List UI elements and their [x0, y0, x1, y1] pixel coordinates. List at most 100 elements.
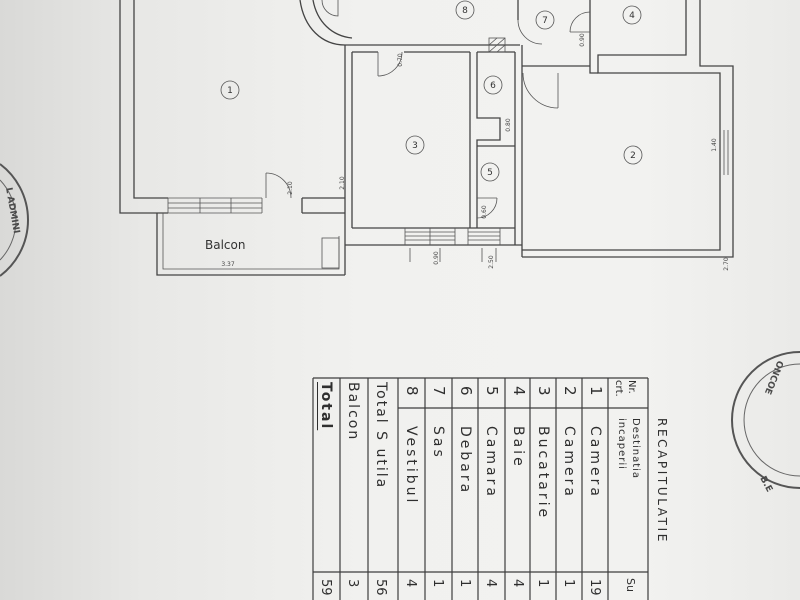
room-7-door [517, 0, 543, 45]
room-3-number: 3 [405, 135, 425, 155]
room-number: 5 [487, 168, 493, 178]
window-hatch [168, 197, 262, 214]
balcony-door [265, 172, 292, 199]
room-8-number: 8 [455, 0, 475, 20]
table-row: 6 Debara 1 [452, 378, 478, 600]
room-2-walls [522, 0, 734, 258]
room-number: 6 [490, 81, 496, 91]
room-number-circle [480, 162, 500, 182]
row-number: 1 [587, 386, 605, 396]
room-3-door [377, 51, 403, 77]
room-7-number: 7 [535, 10, 555, 30]
balcony-outer-railing [156, 213, 345, 276]
door-swing-arc [569, 11, 591, 33]
dimension-label: 0.60 [481, 205, 488, 219]
door-swing-arc [265, 172, 292, 199]
room-number: 4 [629, 11, 635, 21]
window-hatch [723, 130, 729, 175]
table-row: 8 Vestibul 4 [398, 378, 424, 600]
dimension-label: 1.40 [711, 138, 718, 152]
header-destinatia: Destinatia [630, 418, 641, 480]
balcony-inner-railing [162, 213, 340, 270]
dimension-label: 0.70 [397, 53, 404, 67]
room-name: Debara [457, 426, 473, 496]
dimension-ticks [409, 248, 497, 262]
balcony-label: Balcon [205, 238, 245, 252]
interior-wall [522, 0, 721, 251]
header-incaperii: incaperii [616, 418, 627, 470]
total-area: 3 [345, 579, 360, 588]
stamp-text: L ADMINI [3, 187, 21, 235]
balcony: Balcon [156, 213, 345, 276]
window-mullions [404, 228, 456, 245]
room-number: 7 [542, 16, 548, 26]
room-area: 4 [403, 579, 418, 588]
exterior-wall [119, 0, 168, 214]
bath-door [476, 197, 498, 219]
row-number: 8 [403, 386, 421, 396]
room-number: 3 [412, 141, 418, 151]
recap-table-grid [312, 377, 649, 600]
bath-window [467, 228, 501, 245]
door-swing-arc [517, 19, 543, 45]
curved-wall-inner [312, 0, 353, 39]
total-label: Balcon [345, 382, 361, 442]
header-nr-crt: Nr. crt. [612, 380, 638, 397]
room-number: 1 [227, 86, 233, 96]
stamp-inner-ring [0, 179, 17, 261]
curved-wall-outer [299, 0, 520, 46]
door-swing-arc [522, 72, 559, 109]
room-area: 1 [561, 579, 576, 588]
room-2-door [522, 72, 559, 109]
door-swing-arc [476, 197, 498, 219]
partition-wall [589, 0, 598, 74]
door-swing-arc [377, 51, 403, 77]
stamp-outer-ring [731, 351, 800, 489]
room-area: 4 [483, 579, 498, 588]
recap-title: RECAPITULATIE [655, 418, 669, 544]
room-number-circle [405, 135, 425, 155]
room-2-number: 2 [623, 145, 643, 165]
dimension-label: 2.50 [488, 255, 495, 269]
room-area: 4 [510, 579, 525, 588]
room-area: 1 [430, 579, 445, 588]
dimension-label: 0.90 [433, 251, 440, 265]
room-name: Sas [430, 426, 446, 460]
dimension-label: 2.10 [339, 176, 346, 190]
room-4-number: 4 [622, 5, 642, 25]
vent-hatch [488, 37, 506, 53]
room-number: 8 [462, 6, 468, 16]
window-hatch [468, 231, 500, 241]
dimension-label: 2.70 [723, 257, 730, 271]
window-mullions [467, 228, 501, 245]
row-number: 5 [483, 386, 501, 396]
window-mullions [167, 198, 263, 213]
room-3-window [404, 228, 456, 245]
total-row: Total S utila 56 [368, 378, 394, 600]
header-nr: Nr. [626, 380, 637, 394]
room-5-number: 5 [480, 162, 500, 182]
total-row: Balcon 3 [340, 378, 366, 600]
dimension-labels: 3.37 2.10 2.10 0.70 0.90 0.60 0.80 0.90 … [221, 33, 730, 271]
room-name: Baie [510, 426, 526, 469]
total-area: 59 [318, 579, 333, 596]
balcony-box [321, 237, 340, 269]
room-1-window [167, 197, 263, 214]
total-row: Total 59 [313, 378, 339, 600]
row-number: 7 [430, 386, 448, 396]
table-row: 4 Baie 4 [505, 378, 531, 600]
room-3-walls [345, 45, 523, 257]
row-number: 3 [535, 386, 553, 396]
room-number-circle [623, 145, 643, 165]
room-name: Camera [561, 426, 577, 499]
stamp-text: ONCOE [762, 359, 785, 396]
room-number-circle [483, 75, 503, 95]
room-number-circle [535, 10, 555, 30]
room-1-number: 1 [220, 80, 240, 100]
total-area: 56 [373, 579, 388, 596]
table-row-lines [312, 378, 649, 600]
room-number-circle [455, 0, 475, 20]
stamp-text: B.E [757, 475, 774, 494]
exterior-wall [522, 0, 734, 258]
